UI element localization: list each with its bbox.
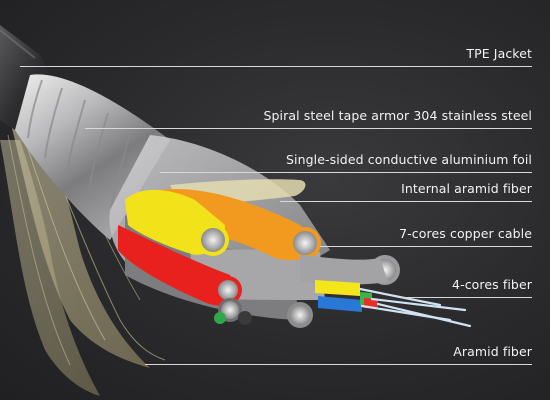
label-aramid-fiber: Aramid fiber (453, 344, 532, 359)
leader-internal-aramid (280, 201, 532, 202)
label-aluminium-foil: Single-sided conductive aluminium foil (286, 152, 532, 167)
leader-copper-cable (320, 246, 532, 247)
label-internal-aramid: Internal aramid fiber (401, 181, 532, 196)
label-spiral-armor: Spiral steel tape armor 304 stainless st… (263, 108, 532, 123)
leader-aluminium-foil (160, 172, 532, 173)
fiber-bundle (315, 280, 470, 326)
leader-tpe-jacket (20, 66, 532, 67)
leader-aramid-fiber (145, 364, 532, 365)
label-copper-cable: 7-cores copper cable (399, 226, 532, 241)
leader-fiber-cores (400, 297, 532, 298)
leader-spiral-armor (85, 128, 532, 129)
label-tpe-jacket: TPE Jacket (466, 46, 532, 61)
label-fiber-cores: 4-cores fiber (452, 277, 532, 292)
